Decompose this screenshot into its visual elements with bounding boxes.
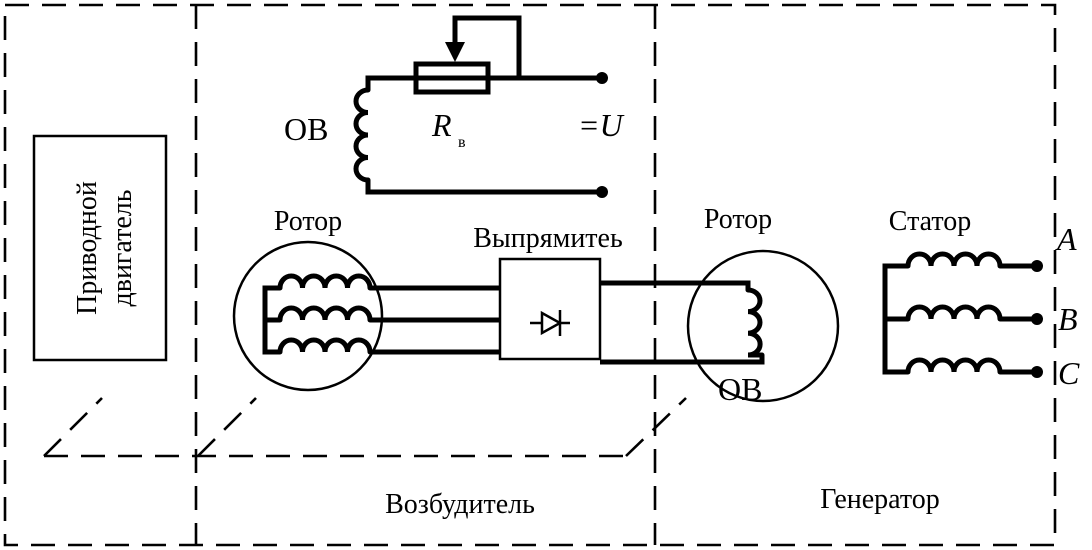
- stator-coil-c: [905, 357, 1003, 375]
- dc-wire-top: [600, 280, 751, 290]
- stator-label: Статор: [889, 206, 971, 237]
- phase-a-label: A: [1055, 221, 1077, 257]
- diode-triangle: [540, 310, 563, 336]
- resistor-label: R: [431, 107, 452, 143]
- resistor-subscript: в: [458, 134, 466, 151]
- drive-motor-label-line2: двигатель: [107, 189, 138, 306]
- dc-voltage-label: =U: [578, 107, 625, 143]
- generator-rotor-circle: [686, 249, 840, 403]
- stator: Статор A B C: [882, 206, 1080, 391]
- phase-a-terminal: [1031, 260, 1043, 272]
- drive-motor-label-line1: Приводной: [72, 181, 103, 315]
- shaft-exciter-link: [197, 397, 257, 457]
- resistor-slider-wire: [452, 15, 522, 78]
- resistor-slider-arrow: [445, 42, 465, 62]
- generator-section-label: Генератор: [820, 484, 939, 515]
- shaft-motor-link: [43, 397, 103, 457]
- field-bottom-wire: [365, 180, 600, 195]
- shaft-generator-link: [625, 397, 687, 457]
- exciter-section-label: Возбудитель: [385, 489, 535, 520]
- exciter-coil-1: [277, 273, 373, 291]
- field-winding-label: ОВ: [284, 111, 328, 147]
- phase-b-terminal: [1031, 313, 1043, 325]
- exciter-rotor-circle: [232, 240, 384, 392]
- generator-rotor-label: Ротор: [704, 204, 772, 235]
- outer-dashed-border: [3, 3, 1057, 547]
- field-resistor: [413, 61, 491, 95]
- rectifier-label: Выпрямитеь: [473, 223, 623, 254]
- generator-rotor: Ротор ОВ: [600, 204, 840, 407]
- exciter-coil-3: [277, 337, 373, 355]
- exciter-field-circuit: ОВ R в =U: [284, 15, 625, 198]
- stator-coil-b: [905, 304, 1003, 322]
- generator-field-label: ОВ: [718, 371, 762, 407]
- drive-motor-box: [32, 134, 168, 362]
- terminal-minus: [596, 186, 608, 198]
- section-borders: [3, 3, 1057, 547]
- rectifier: Выпрямитеь: [473, 223, 623, 361]
- field-top-wire: [365, 75, 600, 90]
- exciter-rotor-label: Ротор: [274, 206, 342, 237]
- terminal-plus: [596, 72, 608, 84]
- dc-wire-bottom: [600, 355, 765, 365]
- exciter-rotor: Ротор: [232, 206, 500, 392]
- exciter-field-coil: [353, 87, 371, 183]
- stator-coil-a: [905, 251, 1003, 269]
- generator-field-coil: [745, 287, 765, 358]
- phase-c-terminal: [1031, 366, 1043, 378]
- drive-motor: Приводной двигатель: [32, 134, 168, 362]
- phase-c-label: C: [1058, 355, 1080, 391]
- phase-b-label: B: [1058, 301, 1078, 337]
- rectifier-box: [498, 257, 602, 361]
- exciter-coil-2: [277, 305, 373, 323]
